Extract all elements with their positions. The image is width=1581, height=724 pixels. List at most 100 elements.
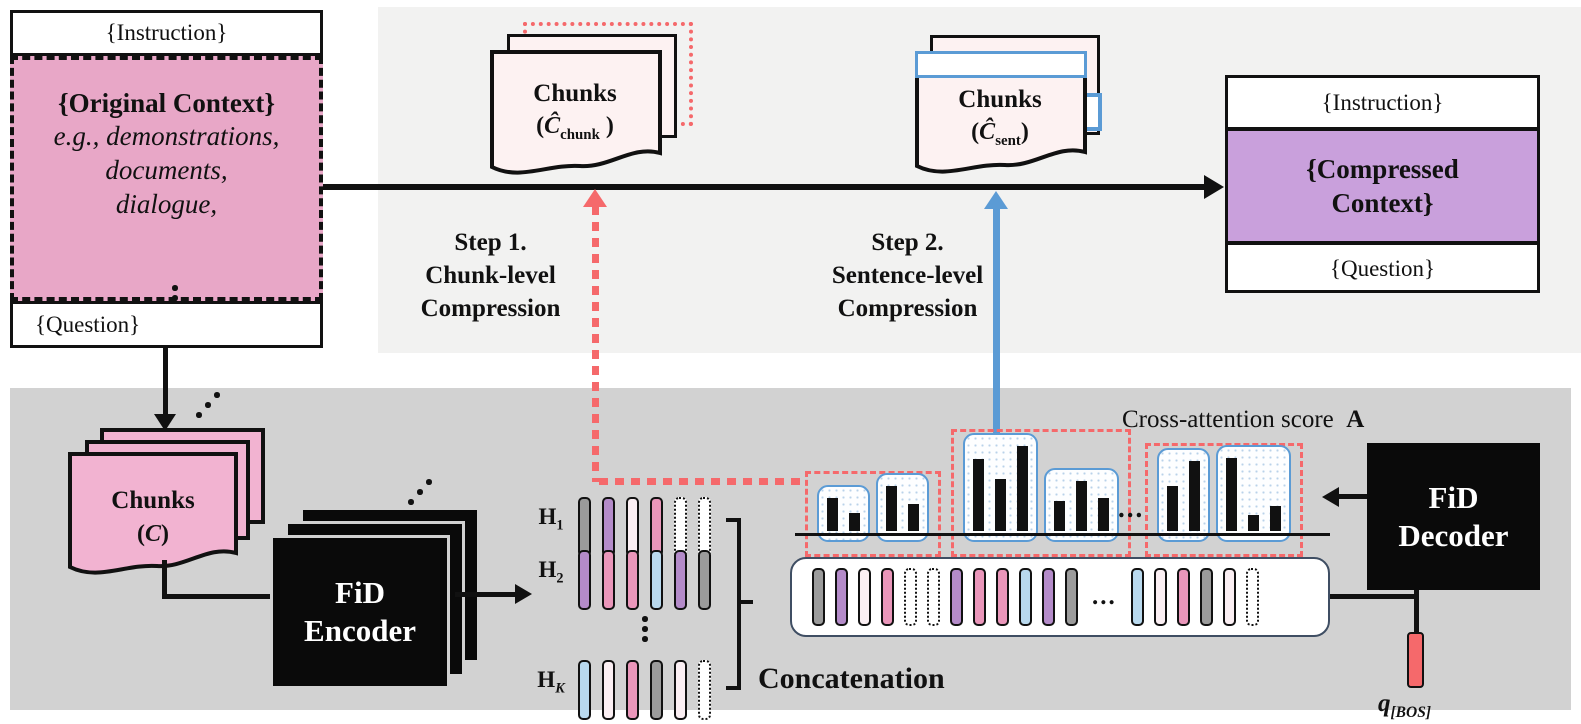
token-blue	[650, 550, 663, 610]
token-purple	[578, 550, 591, 610]
compressed-instruction-section: {Instruction}	[1321, 89, 1444, 115]
concatenation-bracket	[737, 518, 741, 690]
token-blush	[626, 497, 639, 557]
attention-score-bar	[1017, 446, 1028, 531]
concatenation-label: Concatenation	[758, 662, 945, 695]
bottom-stage-panel	[10, 388, 1571, 710]
h1-label: H1	[538, 504, 564, 534]
attention-score-bar	[849, 513, 860, 531]
instruction-box: {Instruction}	[10, 10, 323, 56]
chunk-doc-formula: (Ĉchunk )	[536, 113, 614, 143]
compressed-output-box: {Instruction} {Compressed Context} {Ques…	[1225, 75, 1540, 293]
token-dotted	[904, 568, 917, 626]
attention-score-bar	[1226, 458, 1237, 531]
attention-ellipsis: ...	[1118, 493, 1145, 523]
attention-sentence-box	[1157, 448, 1210, 542]
sequence-to-query-line-h	[1330, 594, 1416, 599]
token-dotted	[698, 660, 711, 720]
step1-arrow-head	[583, 189, 607, 207]
attention-score-bar	[1248, 515, 1259, 531]
token-blush	[1222, 568, 1236, 626]
chunk-doc-front-page	[490, 50, 662, 175]
attention-score-bar	[1054, 501, 1065, 531]
context-example-3: dialogue,	[115, 189, 218, 219]
main-flow-arrow-line	[323, 184, 1206, 190]
attention-sentence-box	[876, 473, 929, 542]
token-dotted	[1245, 568, 1259, 626]
sequence-left-tokens	[812, 568, 1078, 626]
chunks-to-encoder-line-h	[162, 594, 277, 599]
chunks-to-encoder-line-v	[162, 560, 167, 598]
original-context-box: {Original Context} e.g., demonstrations,…	[10, 56, 323, 311]
token-purple	[1042, 568, 1055, 626]
token-blush	[674, 660, 687, 720]
token-blue	[1130, 568, 1144, 626]
encoder-output-arrow-head	[515, 584, 532, 604]
attention-matrix-symbol: A	[1346, 406, 1365, 433]
token-gray	[812, 568, 825, 626]
token-purple	[950, 568, 963, 626]
token-pink	[996, 568, 1009, 626]
token-gray	[1065, 568, 1078, 626]
chunks-formula: (C)	[136, 521, 169, 547]
fid-decoder-box: FiD Decoder	[1367, 443, 1540, 590]
bracket-top-tick	[726, 518, 739, 522]
token-pink	[626, 550, 639, 610]
fid-encoder-box: FiD Encoder	[270, 535, 450, 689]
context-example-2: documents,	[105, 155, 228, 185]
token-blue	[578, 660, 591, 720]
token-pink	[881, 568, 894, 626]
sent-doc-front-sentence-strip	[915, 51, 1087, 78]
attention-score-bar	[1098, 498, 1109, 531]
attention-score-bar	[827, 498, 838, 531]
attention-chunk-group-1	[805, 471, 941, 557]
token-blush	[858, 568, 871, 626]
step2-arrow-head	[984, 191, 1008, 209]
attention-score-bar	[1167, 486, 1178, 531]
token-gray	[650, 660, 663, 720]
bracket-middle-nub	[739, 600, 753, 604]
attention-chunk-group-3	[1145, 443, 1303, 557]
token-purple	[602, 497, 615, 557]
attention-score-bar	[886, 486, 897, 531]
token-gray	[1199, 568, 1213, 626]
step1-arrow-line-vertical	[592, 206, 599, 482]
attention-score-bar	[1270, 506, 1281, 531]
context-example-1: e.g., demonstrations,	[53, 121, 280, 151]
bos-query-label: q[BOS]	[1378, 690, 1431, 721]
concatenated-sequence-box: ...	[790, 557, 1330, 637]
attention-sentence-box	[1216, 445, 1291, 542]
attention-score-bar	[1076, 481, 1087, 531]
h2-token-row	[578, 550, 711, 610]
hk-token-row	[578, 660, 711, 720]
h2-label: H2	[538, 557, 564, 587]
token-pink	[1176, 568, 1190, 626]
hk-label: HK	[537, 667, 565, 697]
sequence-ellipsis: ...	[1092, 583, 1117, 610]
h1-token-row	[578, 497, 711, 557]
attention-sentence-box	[1044, 468, 1119, 542]
token-pink	[626, 660, 639, 720]
attention-sentence-box	[817, 485, 870, 542]
step2-arrow-line	[993, 208, 1000, 440]
chunk-doc-title: Chunks	[533, 80, 617, 107]
attention-axis-line	[795, 533, 1330, 536]
token-gray	[698, 550, 711, 610]
attention-sentence-box	[963, 433, 1038, 542]
token-dotted	[674, 497, 687, 557]
token-pink	[650, 497, 663, 557]
bracket-bottom-tick	[726, 686, 739, 690]
chunks-title: Chunks	[111, 487, 195, 514]
attention-score-bar	[1189, 461, 1200, 531]
c-hat-symbol: Ĉ	[979, 119, 996, 145]
question-label: {Question}	[35, 311, 141, 337]
token-blush	[602, 660, 615, 720]
c-symbol: C	[144, 521, 161, 547]
step2-label: Step 2. Sentence-level Compression	[831, 229, 984, 322]
main-flow-arrow-head	[1204, 175, 1224, 199]
compressed-question-section: {Question}	[1329, 255, 1436, 281]
chunks-page-front	[68, 452, 238, 575]
token-dotted	[698, 497, 711, 557]
token-purple	[674, 550, 687, 610]
